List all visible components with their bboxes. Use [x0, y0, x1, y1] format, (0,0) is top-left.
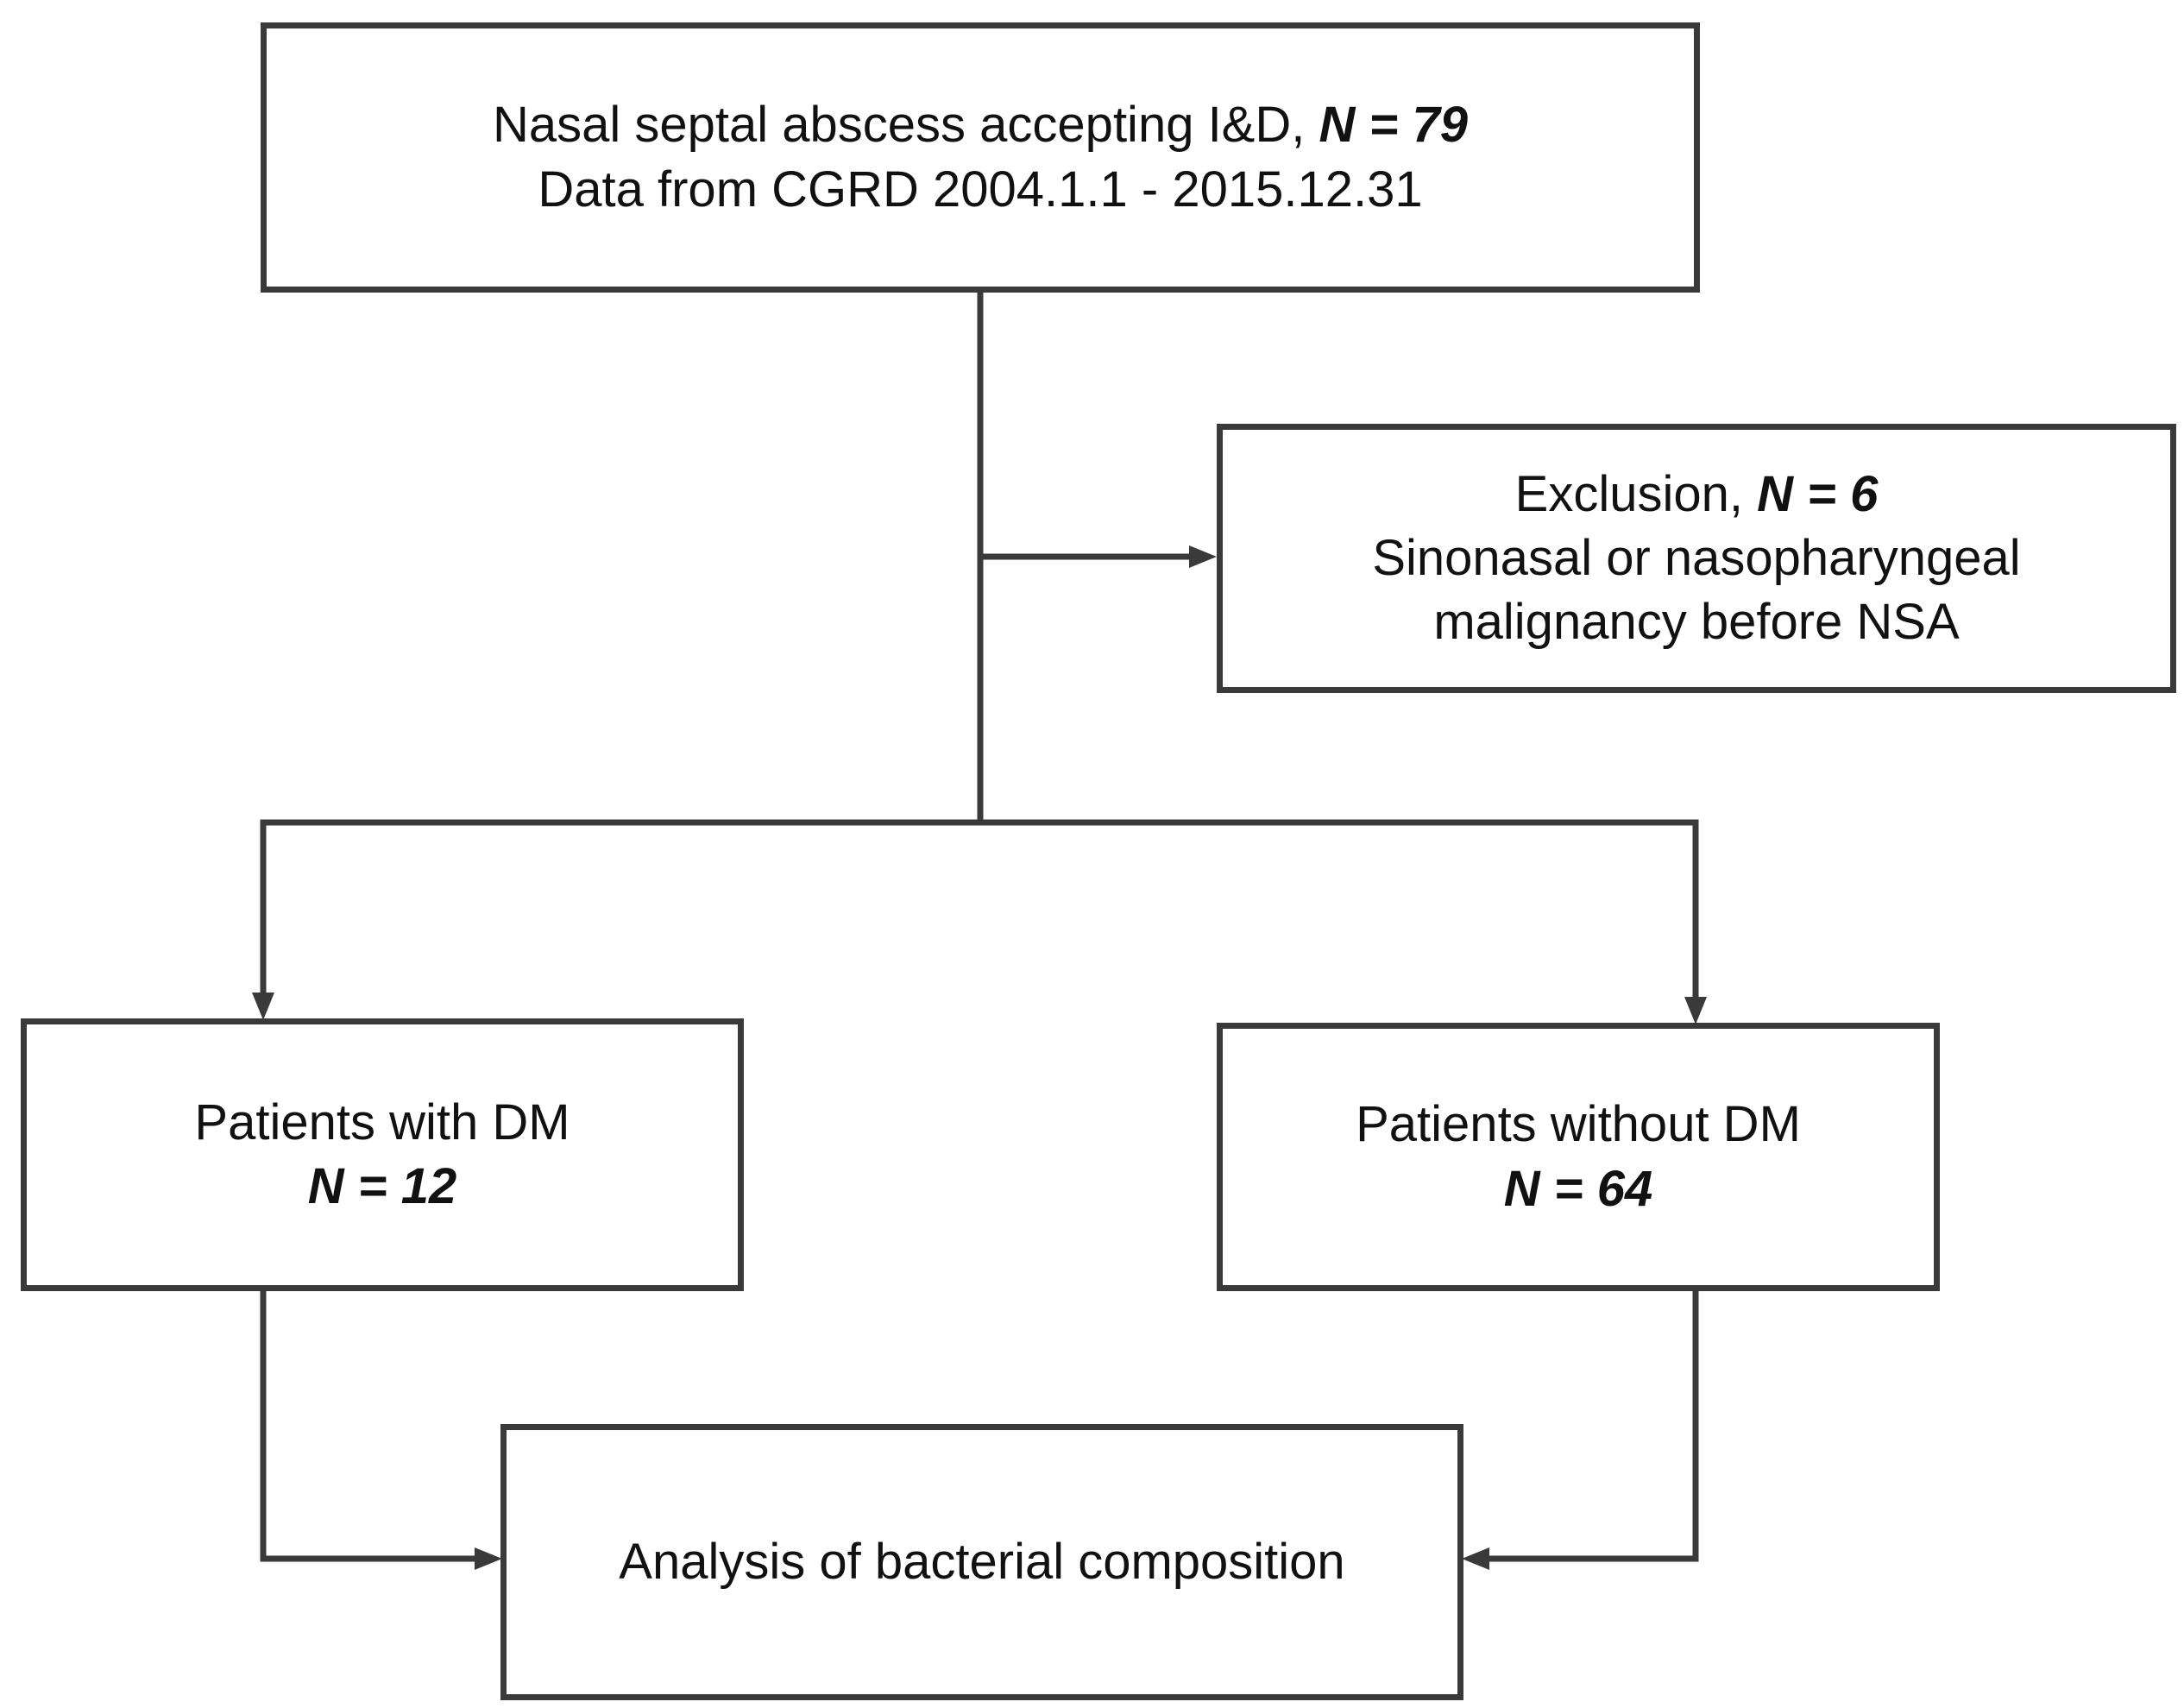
- arrowhead-analysis-right: [1462, 1547, 1489, 1570]
- source-period-text: Data from CGRD 2004.1.1 - 2015.12.31: [538, 161, 1423, 217]
- analysis-label: Analysis of bacterial composition: [619, 1533, 1345, 1590]
- exclusion-reason-line-2: malignancy before NSA: [1433, 594, 1960, 651]
- source-title-line: Nasal septal abscess accepting I&D, N = …: [493, 93, 1468, 157]
- without-dm-count: N = 64: [1503, 1160, 1653, 1217]
- arrowhead-analysis-left: [475, 1547, 502, 1570]
- arrowhead-exclusion: [1189, 545, 1217, 568]
- without-dm-label: Patients without DM: [1356, 1096, 1801, 1153]
- exclusion-count: N = 6: [1757, 465, 1879, 522]
- exclusion-box: Exclusion, N = 6 Sinonasal or nasopharyn…: [1217, 424, 2176, 693]
- source-count: N = 79: [1319, 97, 1468, 154]
- patients-with-dm-box: Patients with DM N = 12: [21, 1018, 744, 1291]
- arrowhead-dm: [252, 993, 274, 1020]
- arrowhead-no-dm: [1684, 997, 1707, 1024]
- with-dm-label: Patients with DM: [194, 1093, 570, 1150]
- exclusion-reason-line-1: Sinonasal or nasopharyngeal: [1372, 529, 2021, 586]
- analysis-box: Analysis of bacterial composition: [500, 1424, 1463, 1700]
- exclusion-title-text: Exclusion,: [1514, 465, 1758, 522]
- source-title-text: Nasal septal abscess accepting I&D,: [493, 97, 1319, 154]
- source-population-box: Nasal septal abscess accepting I&D, N = …: [261, 22, 1700, 293]
- with-dm-count: N = 12: [307, 1158, 457, 1214]
- patients-without-dm-box: Patients without DM N = 64: [1217, 1023, 1940, 1291]
- exclusion-title-line: Exclusion, N = 6: [1515, 463, 1879, 526]
